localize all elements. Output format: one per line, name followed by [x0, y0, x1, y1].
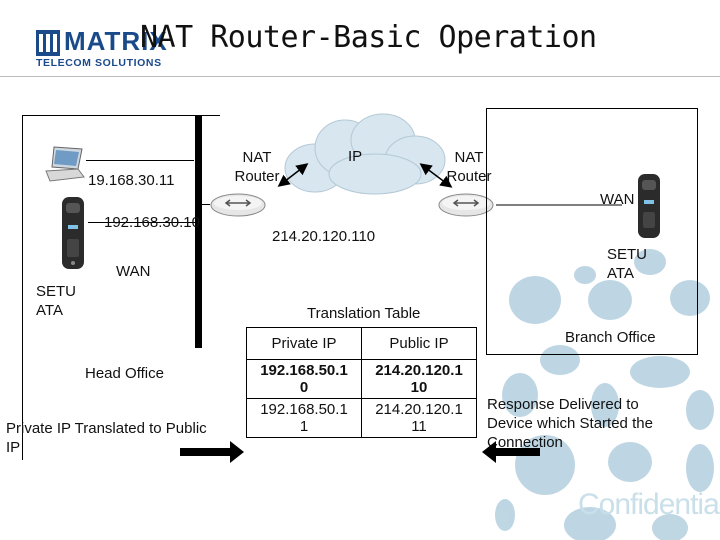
row2-public-ip: 214.20.120.1 11	[361, 398, 477, 438]
left-router-link	[202, 204, 210, 205]
pc-ip-label: 19.168.30.11	[88, 172, 175, 189]
row1-private-ip: 192.168.50.1 0	[246, 359, 362, 399]
branch-office-label: Branch Office	[565, 329, 656, 346]
branch-ata-label: SETU ATA	[607, 246, 648, 282]
branch-wan-label: WAN	[600, 191, 635, 208]
translation-table: Private IP Public IP 192.168.50.1 0 214.…	[246, 327, 477, 438]
head-office-label: Head Office	[85, 365, 164, 382]
ata-ip-label: 192.168.30.10	[104, 214, 200, 231]
slide-title: NAT Router-Basic Operation	[140, 20, 597, 55]
translation-table-title: Translation Table	[307, 305, 421, 322]
logo-mark-icon	[36, 30, 60, 56]
branch-setu-ata-device-icon	[638, 174, 660, 238]
left-router-icon	[210, 193, 266, 217]
title-divider	[0, 76, 720, 77]
head-office-frame-left	[22, 115, 23, 460]
left-note: Private IP Translated to Public IP	[6, 420, 207, 456]
header-public-ip: Public IP	[361, 327, 477, 360]
logo-tagline: TELECOM SOLUTIONS	[36, 57, 162, 69]
head-wan-label: WAN	[116, 263, 151, 280]
right-arrow-icon	[180, 441, 244, 463]
right-router-icon	[438, 193, 494, 217]
cloud-label: IP	[348, 148, 363, 165]
left-router-cloud-arrow	[277, 163, 309, 187]
confidential-watermark: Confidential	[578, 488, 720, 521]
left-router-public-ip: 214.20.120.110	[272, 228, 376, 245]
head-office-frame-top	[22, 115, 220, 116]
ata-link	[88, 222, 195, 223]
lan-bus	[195, 115, 202, 348]
laptop-icon	[45, 146, 85, 182]
setu-ata-device-icon	[62, 197, 84, 269]
pc-link	[86, 160, 194, 161]
left-arrow-icon	[482, 441, 540, 463]
logo-brand: MATRIX	[64, 26, 168, 56]
head-ata-label: SETU ATA	[36, 283, 77, 319]
table-row: 192.168.50.1 1 214.20.120.1 11	[246, 398, 477, 438]
branch-office-frame	[486, 108, 698, 355]
table-header-row: Private IP Public IP	[246, 327, 477, 360]
right-note: Response Delivered to Device which Start…	[487, 396, 653, 451]
left-router-label: NAT Router	[234, 149, 280, 185]
right-router-label: NAT Router	[446, 149, 492, 185]
right-router-cloud-arrow	[419, 163, 453, 188]
row2-private-ip: 192.168.50.1 1	[246, 398, 362, 438]
